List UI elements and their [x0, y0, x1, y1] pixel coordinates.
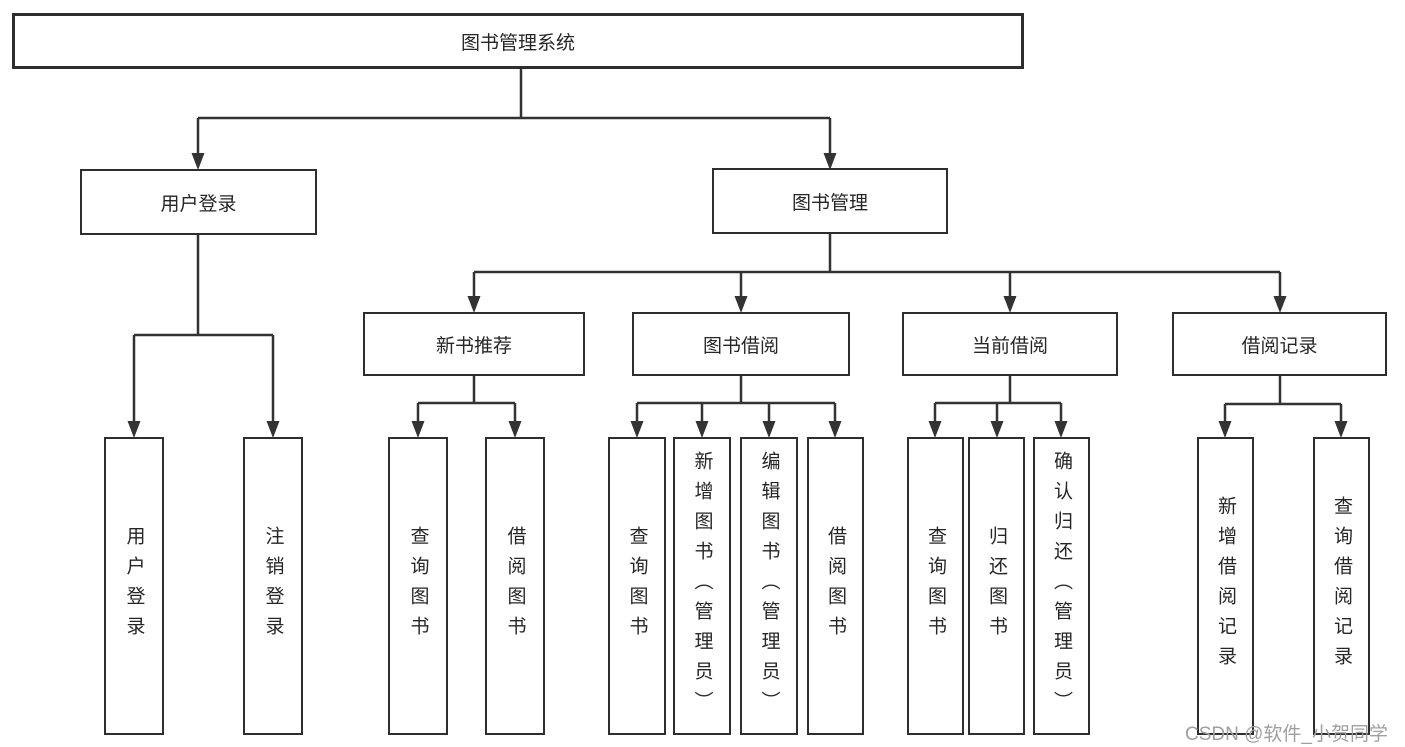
node-label: 借阅记录 [1241, 335, 1318, 357]
node-label: 图书管理系统 [460, 32, 575, 54]
leaf-label: 新增图书（管理员） [691, 451, 713, 721]
leaf-label: 用户登录 [123, 526, 145, 646]
node-user-login: 用户登录 [80, 169, 317, 235]
node-label: 图书管理 [791, 192, 868, 214]
leaf-query-books-current: 查询图书 [907, 437, 964, 735]
node-label: 图书借阅 [702, 335, 779, 357]
leaf-label: 查询图书 [626, 526, 648, 646]
leaf-label: 查询图书 [925, 526, 946, 646]
leaf-label: 查询借阅记录 [1331, 496, 1352, 676]
leaf-query-books-recommend: 查询图书 [388, 437, 448, 735]
leaf-label: 编辑图书（管理员） [758, 451, 780, 721]
leaf-add-books-admin: 新增图书（管理员） [673, 437, 731, 735]
leaf-edit-books-admin: 编辑图书（管理员） [740, 437, 798, 735]
leaf-return-books: 归还图书 [968, 437, 1025, 735]
node-label: 新书推荐 [435, 335, 512, 357]
leaf-query-books-borrowing: 查询图书 [608, 437, 666, 735]
node-new-book-recommend: 新书推荐 [363, 312, 585, 376]
node-borrowing-records: 借阅记录 [1172, 312, 1387, 376]
leaf-label: 新增借阅记录 [1215, 496, 1236, 676]
leaf-add-borrow-record: 新增借阅记录 [1197, 437, 1254, 735]
leaf-borrow-books-recommend: 借阅图书 [485, 437, 545, 735]
node-book-borrowing: 图书借阅 [632, 312, 850, 376]
leaf-label: 借阅图书 [504, 526, 526, 646]
node-label: 用户登录 [160, 193, 237, 215]
node-book-management: 图书管理 [712, 168, 948, 234]
leaf-query-borrow-record: 查询借阅记录 [1313, 437, 1370, 735]
node-current-borrowing: 当前借阅 [902, 312, 1118, 376]
leaf-confirm-return-admin: 确认归还（管理员） [1033, 437, 1090, 735]
leaf-label: 确认归还（管理员） [1051, 451, 1072, 721]
leaf-label: 查询图书 [407, 526, 429, 646]
leaf-logout: 注销登录 [243, 437, 303, 735]
node-label: 当前借阅 [971, 335, 1048, 357]
leaf-user-login: 用户登录 [104, 437, 164, 735]
csdn-watermark: CSDN @软件_小贺同学 [1185, 724, 1388, 745]
leaf-label: 归还图书 [986, 526, 1007, 646]
leaf-label: 借阅图书 [825, 526, 846, 646]
node-library-management-system: 图书管理系统 [12, 13, 1024, 69]
leaf-label: 注销登录 [262, 526, 284, 646]
leaf-borrow-books: 借阅图书 [807, 437, 864, 735]
